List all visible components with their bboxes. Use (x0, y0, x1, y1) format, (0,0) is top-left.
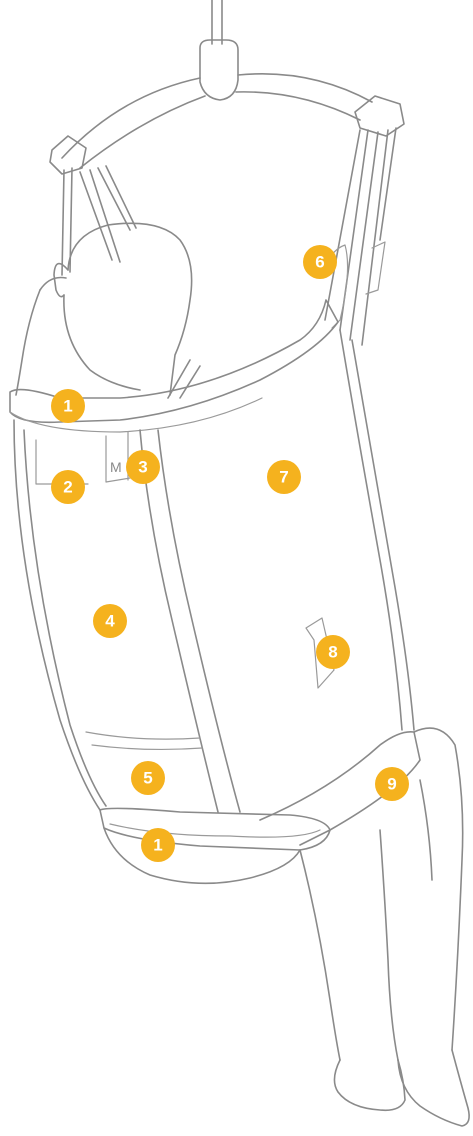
callout-1-bottom: 1 (141, 828, 175, 862)
left-straps (62, 166, 136, 275)
callout-9: 9 (375, 767, 409, 801)
svg-text:5: 5 (143, 769, 152, 788)
callout-2: 2 (51, 470, 85, 504)
callout-6: 6 (303, 245, 337, 279)
sling-body (10, 300, 420, 850)
svg-text:9: 9 (387, 775, 396, 794)
callout-4: 4 (93, 604, 127, 638)
callout-5: 5 (131, 761, 165, 795)
svg-text:4: 4 (105, 612, 115, 631)
svg-text:6: 6 (315, 253, 324, 272)
svg-text:1: 1 (153, 836, 162, 855)
svg-text:8: 8 (328, 643, 337, 662)
callout-8: 8 (316, 635, 350, 669)
callout-7: 7 (267, 460, 301, 494)
svg-text:3: 3 (138, 458, 147, 477)
callout-3: 3 (126, 450, 160, 484)
size-mark: M (110, 459, 122, 475)
callout-1-top: 1 (51, 389, 85, 423)
patient-head (54, 223, 192, 395)
svg-text:1: 1 (63, 397, 72, 416)
svg-text:2: 2 (63, 478, 72, 497)
lift-hanger (50, 0, 404, 174)
svg-text:7: 7 (279, 468, 288, 487)
